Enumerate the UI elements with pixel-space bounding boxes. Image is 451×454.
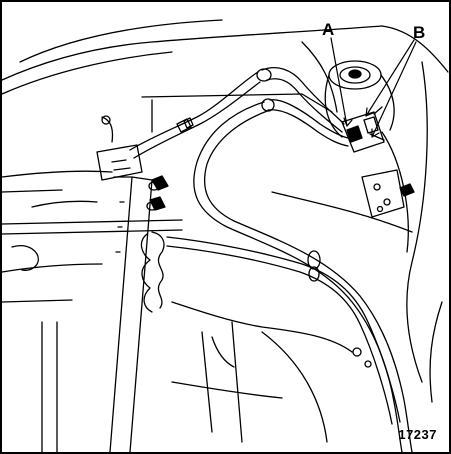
callout-label-b: B	[413, 23, 426, 42]
crossmember-rails	[2, 176, 183, 452]
body-panels	[2, 19, 449, 383]
leader-b2	[371, 41, 417, 138]
left-bracket	[96, 115, 169, 211]
leader-b1	[365, 39, 415, 117]
spring-coil	[140, 231, 165, 313]
long-pipes	[166, 101, 413, 452]
callout-label-a: A	[322, 20, 335, 39]
pipe-connector-assembly	[341, 106, 385, 153]
side-bracket	[361, 169, 415, 218]
upper-pipes	[129, 67, 349, 159]
callout-leader-lines	[330, 37, 417, 138]
figure-number: 17237	[398, 427, 437, 442]
floor-structure	[171, 301, 443, 443]
strut-mount	[324, 60, 395, 138]
leader-a	[330, 37, 348, 127]
